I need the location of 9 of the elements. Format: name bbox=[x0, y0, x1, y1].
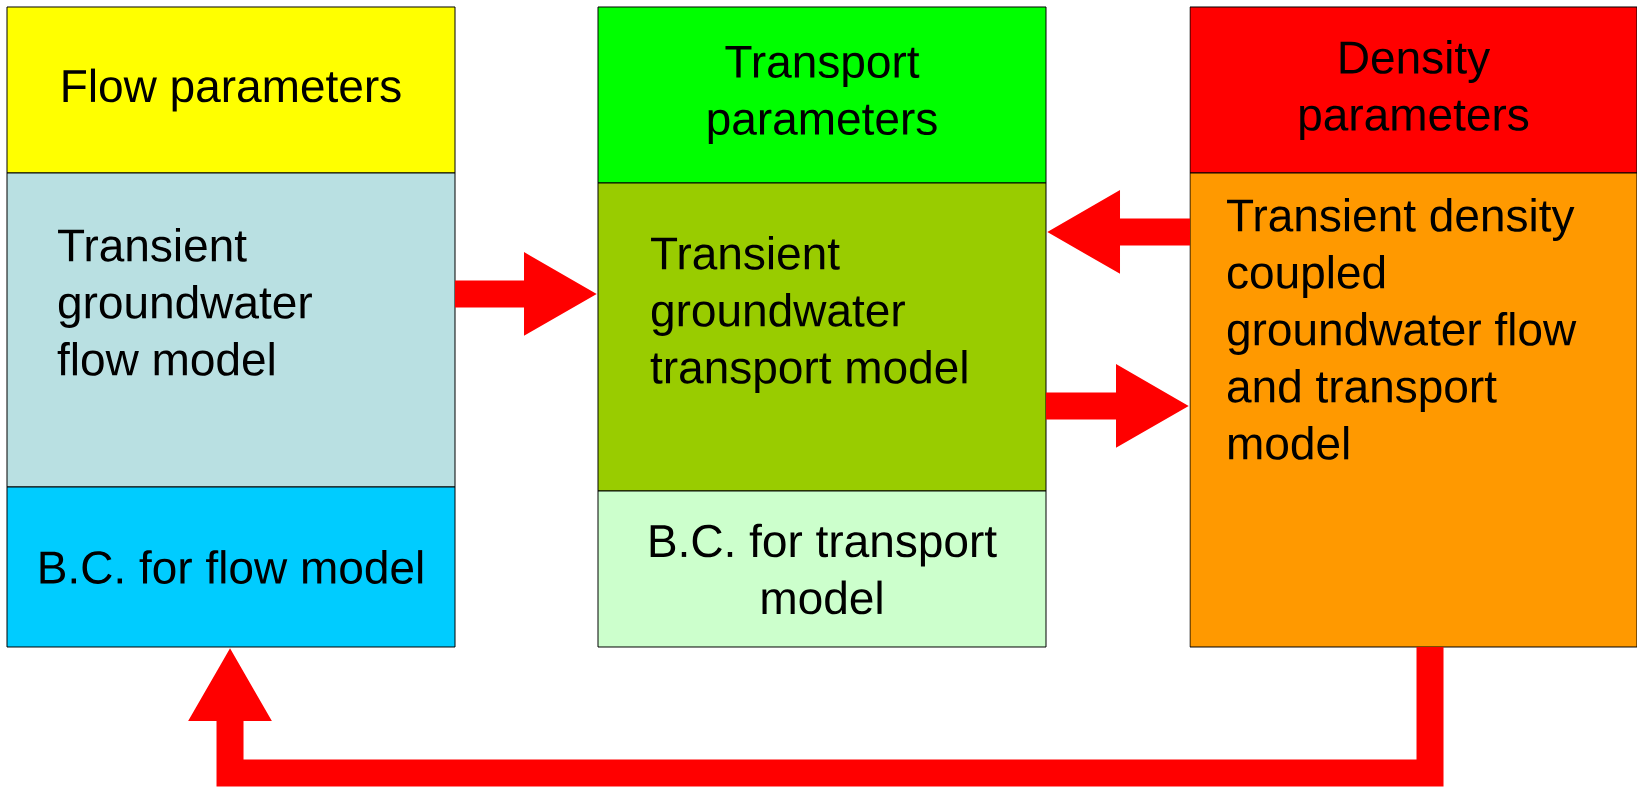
model-box: Transient density coupled groundwater flow and transport model bbox=[1189, 172, 1637, 648]
parameter-box: Density parameters bbox=[1189, 6, 1637, 174]
model-box: Transient groundwater transport model bbox=[597, 182, 1047, 492]
block-arrow bbox=[188, 647, 1444, 787]
boundary-condition-box: B.C. for transport model bbox=[597, 490, 1047, 648]
model-box: Transient groundwater flow model bbox=[6, 172, 456, 488]
boundary-condition-box: B.C. for flow model bbox=[6, 486, 456, 648]
parameter-box: Flow parameters bbox=[6, 6, 456, 174]
parameter-box: Transport parameters bbox=[597, 6, 1047, 184]
